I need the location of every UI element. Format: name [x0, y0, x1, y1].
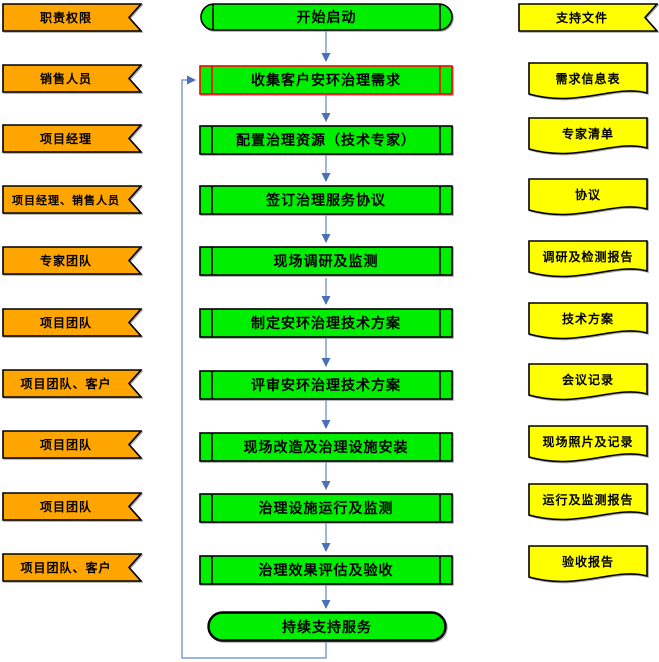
role-ribbon[interactable]: 项目团队、客户: [2, 369, 142, 398]
banner-shape: [2, 246, 142, 275]
step-label: 现场改造及治理设施安装: [243, 441, 409, 456]
doc-label: 调研及检测报告: [542, 250, 634, 264]
doc-shape[interactable]: 运行及监测报告: [528, 483, 648, 527]
docs-header-ribbon[interactable]: 支持文件: [518, 3, 658, 32]
start-label: 开始启动: [296, 11, 357, 26]
doc-label: 专家清单: [561, 127, 614, 141]
flow-step[interactable]: 现场改造及治理设施安装: [199, 432, 453, 462]
role-label: 项目团队: [39, 316, 92, 330]
step-label: 签订治理服务协议: [266, 194, 386, 209]
banner-shape: [2, 124, 142, 153]
doc-shape[interactable]: 现场照片及记录: [528, 425, 648, 469]
banner-shape: [2, 369, 142, 398]
roles-header-ribbon[interactable]: 职责权限: [2, 3, 142, 32]
banner-shape: [2, 492, 142, 521]
role-ribbon[interactable]: 项目团队: [2, 430, 142, 459]
doc-label: 运行及监测报告: [542, 493, 634, 507]
flow-end[interactable]: 持续支持服务: [207, 611, 447, 642]
role-label: 销售人员: [39, 72, 92, 86]
step-label: 制定安环治理技术方案: [251, 317, 401, 332]
banner-shape: [518, 3, 658, 32]
doc-shape[interactable]: 专家清单: [528, 117, 648, 161]
step-label: 收集客户安环治理需求: [251, 74, 401, 89]
flow-step[interactable]: 评审安环治理技术方案: [199, 370, 453, 400]
flow-start[interactable]: 开始启动: [200, 3, 453, 31]
step-label: 现场调研及监测: [273, 255, 379, 270]
doc-shape[interactable]: 技术方案: [528, 302, 648, 346]
document-shape: [528, 62, 648, 100]
banner-shape: [2, 185, 142, 214]
document-shape: [528, 363, 648, 401]
doc-label: 现场照片及记录: [542, 435, 634, 449]
step-label: 配置治理资源（技术专家）: [236, 134, 416, 149]
doc-shape[interactable]: 会议记录: [528, 363, 648, 407]
document-shape: [528, 117, 648, 155]
end-label: 持续支持服务: [282, 620, 372, 636]
banner-shape: [2, 3, 142, 32]
terminator-shape: [200, 3, 453, 31]
role-label: 项目经理: [39, 132, 92, 146]
role-ribbon[interactable]: 项目团队: [2, 492, 142, 521]
doc-shape[interactable]: 调研及检测报告: [528, 240, 648, 284]
document-shape: [528, 178, 648, 216]
role-ribbon[interactable]: 专家团队: [2, 246, 142, 275]
doc-shape[interactable]: 验收报告: [528, 545, 648, 589]
flow-step[interactable]: 签订治理服务协议: [199, 185, 453, 215]
flow-step[interactable]: 制定安环治理技术方案: [199, 308, 453, 338]
document-shape: [528, 483, 648, 521]
role-ribbon[interactable]: 项目团队: [2, 308, 142, 337]
document-shape: [528, 425, 648, 463]
document-shape: [528, 240, 648, 278]
flow-step[interactable]: 治理效果评估及验收: [199, 555, 453, 585]
role-label: 项目经理、销售人员: [12, 194, 120, 207]
doc-label: 技术方案: [561, 312, 614, 326]
doc-shape[interactable]: 需求信息表: [528, 62, 648, 106]
document-shape: [528, 302, 648, 340]
flow-step-highlighted[interactable]: 收集客户安环治理需求: [199, 65, 453, 95]
banner-shape: [2, 553, 142, 582]
step-label: 治理效果评估及验收: [258, 564, 394, 579]
doc-label: 协议: [574, 188, 601, 202]
doc-label: 需求信息表: [555, 72, 621, 86]
flow-step[interactable]: 治理设施运行及监测: [199, 493, 453, 523]
role-label: 项目团队、客户: [20, 377, 112, 391]
doc-label: 验收报告: [561, 555, 614, 569]
doc-label: 会议记录: [561, 373, 614, 387]
role-ribbon[interactable]: 项目经理: [2, 124, 142, 153]
docs-header-label: 支持文件: [555, 11, 608, 25]
role-label: 项目团队: [39, 438, 92, 452]
role-label: 专家团队: [39, 254, 92, 268]
step-label: 治理设施运行及监测: [258, 502, 394, 517]
banner-shape: [2, 64, 142, 93]
banner-shape: [2, 308, 142, 337]
role-label: 项目团队: [39, 500, 92, 514]
role-ribbon[interactable]: 销售人员: [2, 64, 142, 93]
banner-shape: [2, 430, 142, 459]
role-ribbon[interactable]: 项目经理、销售人员: [2, 185, 142, 214]
doc-shape[interactable]: 协议: [528, 178, 648, 222]
step-label: 评审安环治理技术方案: [251, 379, 401, 394]
flow-step[interactable]: 现场调研及监测: [199, 246, 453, 276]
roles-header-label: 职责权限: [39, 11, 92, 25]
role-ribbon[interactable]: 项目团队、客户: [2, 553, 142, 582]
role-label: 项目团队、客户: [20, 561, 112, 575]
document-shape: [528, 545, 648, 583]
flow-step[interactable]: 配置治理资源（技术专家）: [199, 125, 453, 155]
